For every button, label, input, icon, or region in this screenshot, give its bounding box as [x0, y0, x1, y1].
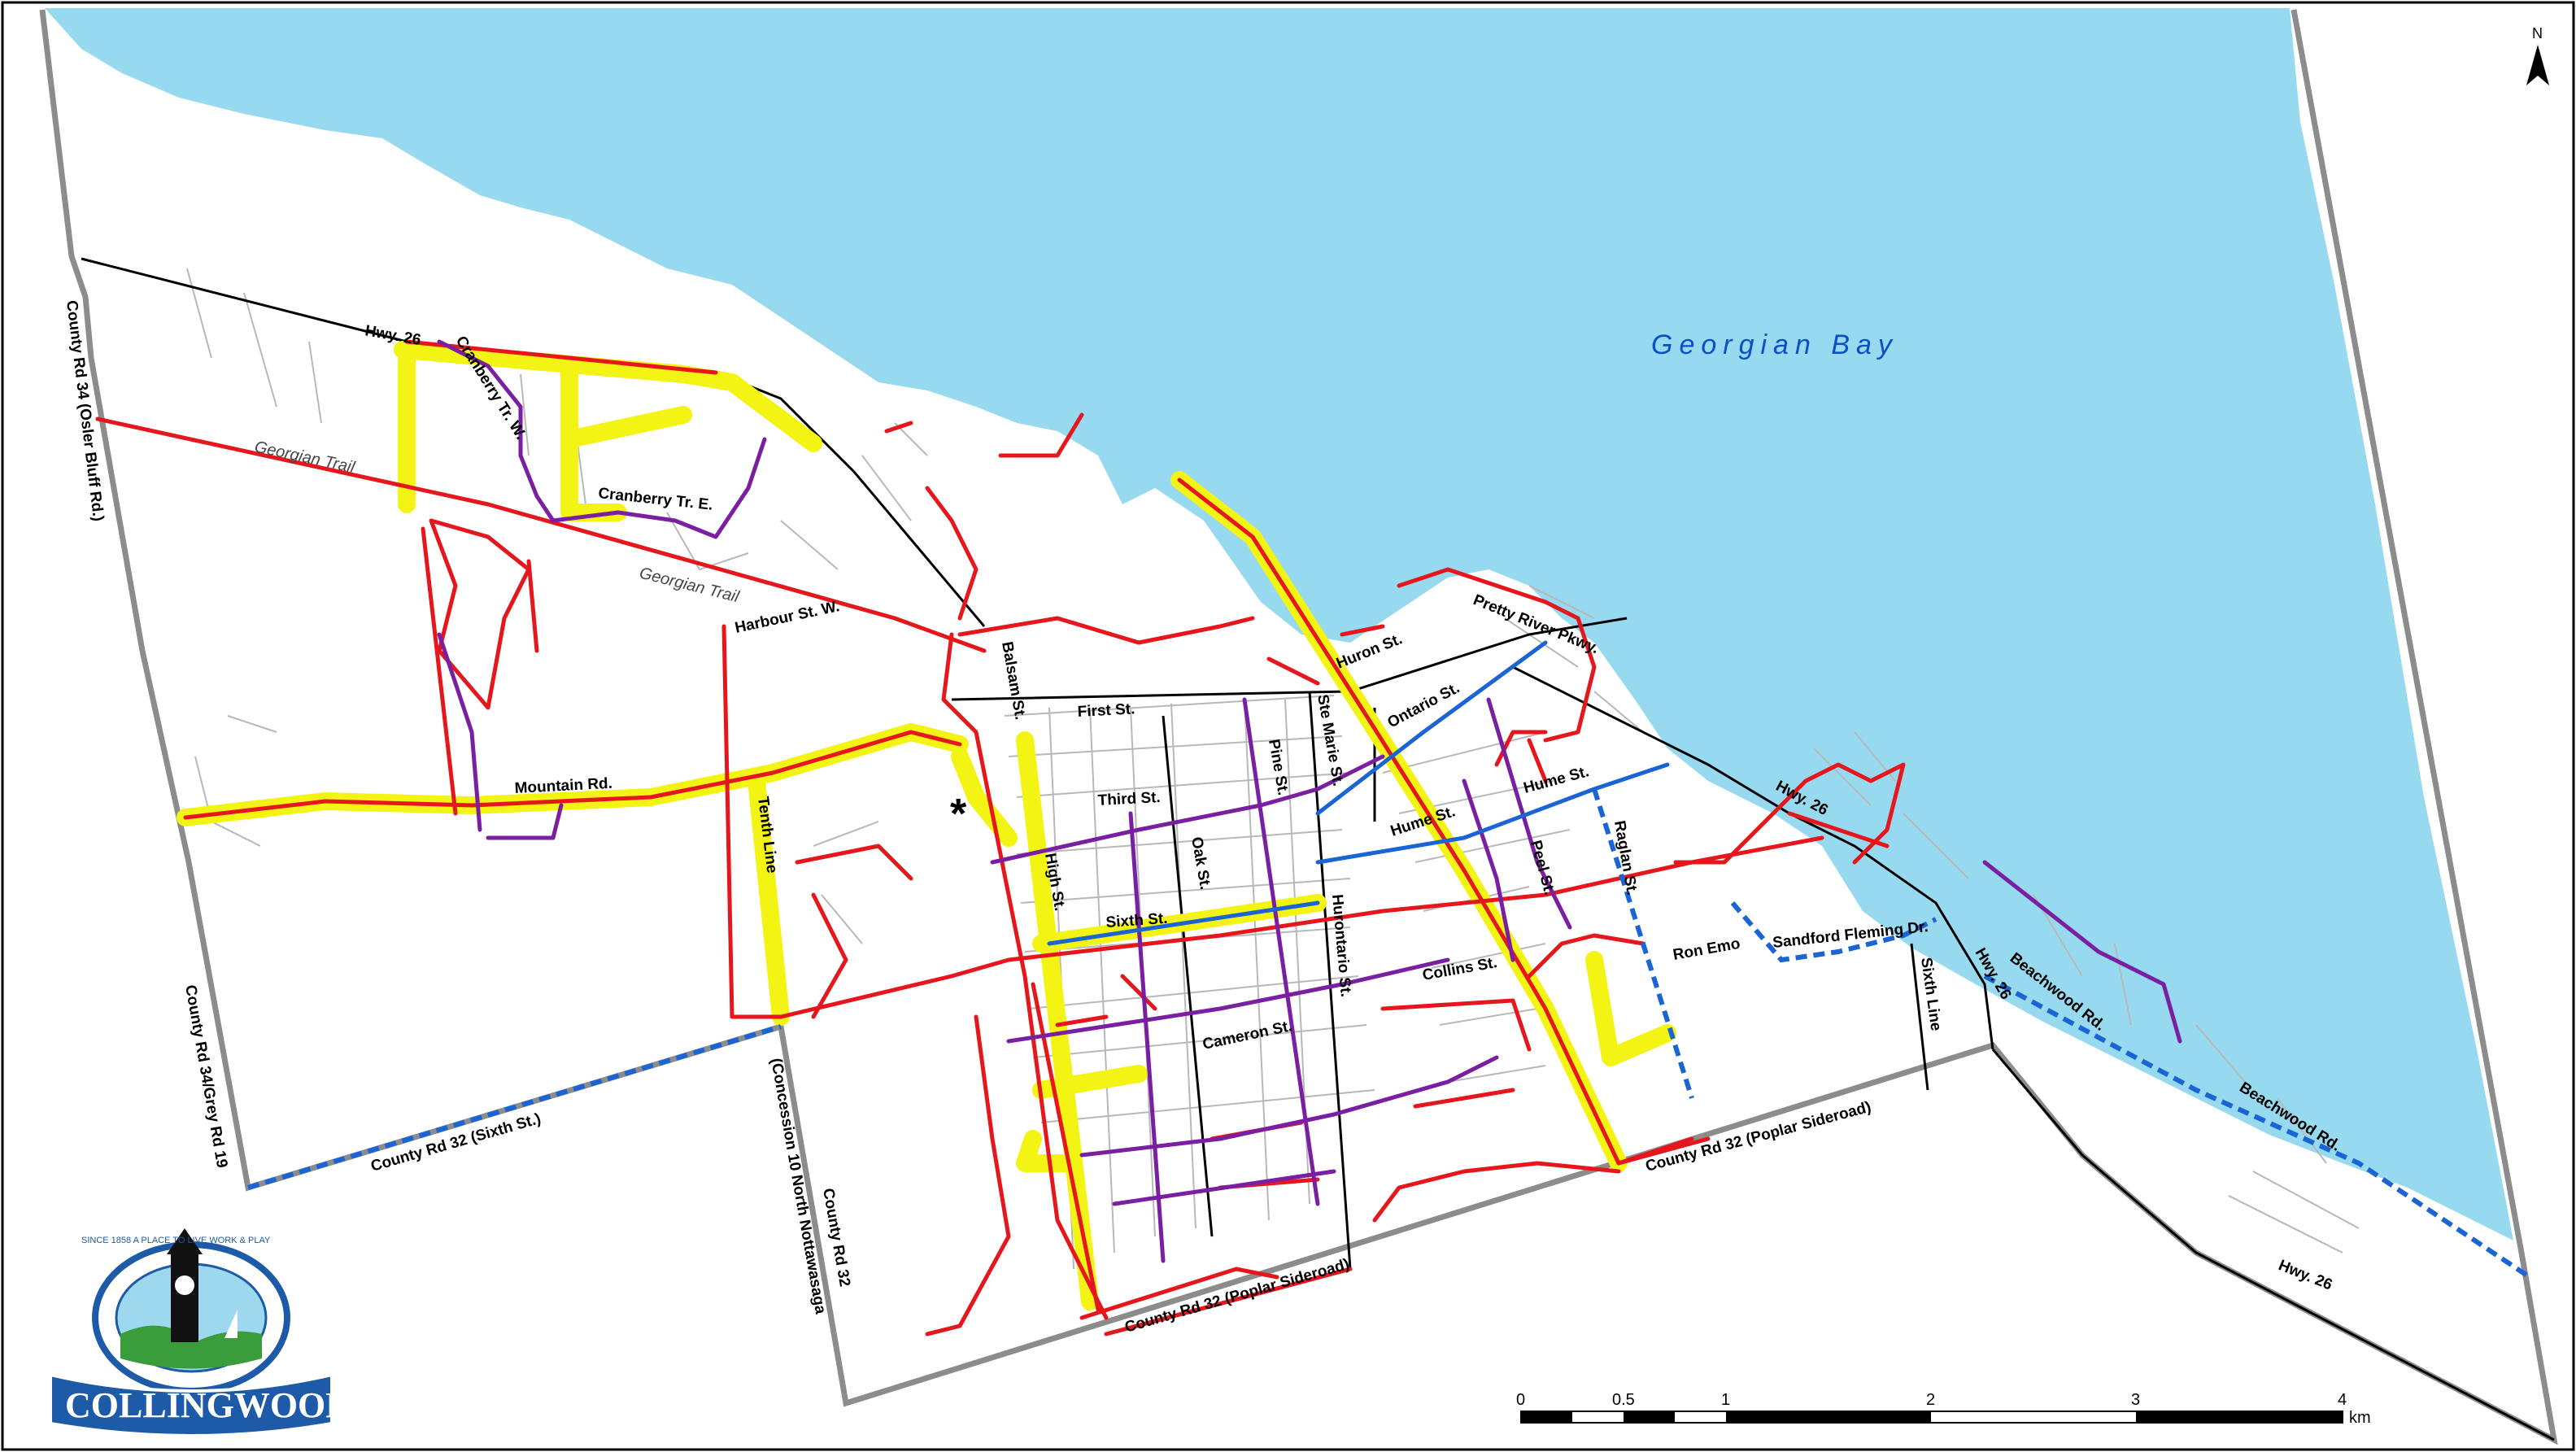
- road-sixth-line: [1910, 943, 1929, 1091]
- scale-tick-1: 1: [1721, 1391, 1730, 1409]
- label-third: Third St.: [1097, 789, 1161, 809]
- trail-sixth-st: [1047, 900, 1320, 946]
- trail-ontario-st: [1315, 640, 1548, 816]
- road-hwy26-southeast: [1991, 1049, 2555, 1441]
- scale-unit: km: [2349, 1409, 2371, 1427]
- trail-sandford: [1730, 901, 1937, 963]
- blue-trails: [1047, 640, 1670, 946]
- scale-tick-0: 0: [1516, 1391, 1525, 1409]
- label-first: First St.: [1077, 700, 1135, 721]
- trail-hume-st: [1315, 762, 1670, 865]
- logo-arc-text: SINCE 1858 A PLACE TO LIVE WORK & PLAY: [81, 1236, 271, 1245]
- trail-county-rd-32-sixth: [247, 1024, 782, 1190]
- trail-cranberry-e: [551, 437, 767, 539]
- trail-beachwood: [1983, 974, 2531, 1280]
- road-first-st: [951, 617, 1628, 701]
- trail-georgian-trail: [95, 416, 987, 653]
- purple-trails: [437, 339, 2182, 1263]
- logo-name: COLLINGWOOD: [65, 1385, 351, 1425]
- road-oak: [1162, 715, 1214, 1237]
- red-trails: [95, 339, 1906, 1336]
- north-arrow-label: N: [2532, 25, 2543, 41]
- scale-bar: 0 0.5 1 2 3 4 km: [1516, 1391, 2371, 1427]
- scale-tick-3: 3: [2131, 1391, 2140, 1409]
- scale-tick-0-5: 0.5: [1612, 1391, 1635, 1409]
- trail-cranberry-w: [437, 339, 556, 523]
- major-roads: [81, 257, 2555, 1441]
- water-label-georgian-bay: Georgian Bay: [1651, 329, 1898, 360]
- map-marker-asterisk: *: [950, 791, 967, 838]
- water-georgian-bay: [45, 8, 2513, 1241]
- trail-raglan: [1592, 788, 1694, 1099]
- blue-dashed-trails: [247, 788, 2531, 1280]
- scale-tick-4: 4: [2338, 1391, 2347, 1409]
- scale-tick-2: 2: [1926, 1391, 1935, 1409]
- road-hwy26-east: [1512, 665, 1994, 1050]
- north-arrow: N: [2526, 25, 2549, 85]
- collingwood-logo: COLLINGWOOD SINCE 1858 A PLACE TO LIVE W…: [49, 1228, 351, 1437]
